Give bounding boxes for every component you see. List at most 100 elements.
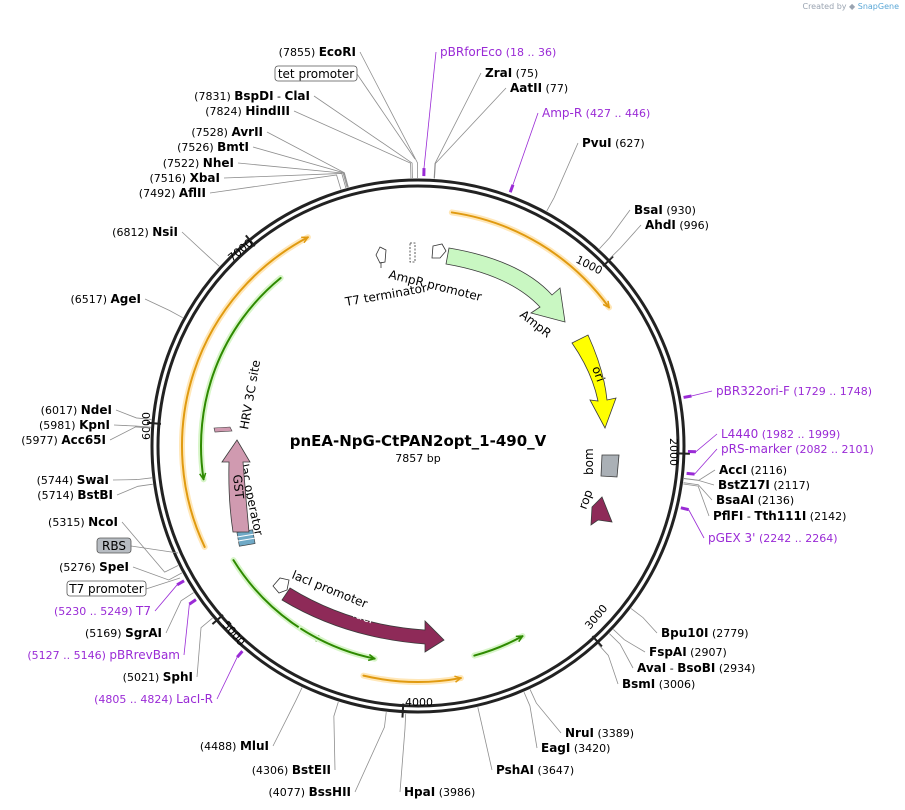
enzyme-site-pshai[interactable]: PshAI (3647) bbox=[477, 707, 574, 777]
enzyme-site-bpu10i[interactable]: Bpu10I (2779) bbox=[630, 608, 749, 640]
enzyme-site-hindiii[interactable]: (7824) HindIII bbox=[205, 104, 412, 179]
primer-mark bbox=[188, 598, 197, 606]
tick-label: 5000 bbox=[220, 619, 248, 649]
primer-label: L4440 (1982 .. 1999) bbox=[721, 427, 840, 441]
enzyme-label: (7522) NheI bbox=[163, 156, 234, 170]
enzyme-label: (5021) SphI bbox=[123, 670, 193, 684]
enzyme-site-bsshii[interactable]: (4077) BssHII bbox=[269, 712, 387, 799]
primer-site[interactable]: (5127 .. 5146) pBRrevBam bbox=[27, 598, 197, 662]
enzyme-label: BstZ17I (2117) bbox=[718, 478, 810, 492]
feature-box bbox=[274, 65, 358, 82]
feature-laci[interactable]: lacI bbox=[281, 587, 445, 653]
orf-arc bbox=[181, 236, 309, 548]
enzyme-label: (6812) NsiI bbox=[112, 225, 178, 239]
enzyme-site-pflfi[interactable]: PflFI - Tth111I (2142) bbox=[683, 483, 846, 523]
tick-label: 2000 bbox=[667, 438, 680, 466]
enzyme-site-zrai[interactable]: ZraI (75) bbox=[433, 66, 538, 179]
tick-mark bbox=[146, 421, 162, 425]
tick-mark bbox=[211, 614, 224, 625]
primer-site[interactable]: (4805 .. 4824) LacI-R bbox=[94, 650, 244, 706]
enzyme-site-ecori[interactable]: (7855) EcoRI bbox=[279, 45, 418, 179]
enzyme-label: (7516) XbaI bbox=[150, 171, 220, 185]
enzyme-site-acci[interactable]: AccI (2116) bbox=[683, 463, 787, 481]
enzyme-site-nsii[interactable]: (6812) NsiI bbox=[112, 225, 220, 267]
enzyme-site-fspai[interactable]: FspAI (2907) bbox=[613, 629, 727, 659]
primer-site[interactable]: Amp-R (427 .. 446) bbox=[508, 106, 650, 193]
enzyme-site-eagi[interactable]: EagI (3420) bbox=[523, 691, 610, 755]
enzyme-label: BsmI (3006) bbox=[622, 677, 695, 691]
enzyme-site-agei[interactable]: (6517) AgeI bbox=[70, 292, 183, 319]
feature-bom[interactable]: bom bbox=[582, 448, 620, 478]
enzyme-site-avrii[interactable]: (7528) AvrII bbox=[191, 125, 349, 188]
enzyme-site-bstbi[interactable]: (5714) BstBI bbox=[37, 483, 153, 502]
enzyme-label: (5981) KpnI bbox=[39, 418, 110, 432]
enzyme-site-nhei[interactable]: (7522) NheI bbox=[163, 156, 348, 188]
enzyme-site-hpai[interactable]: HpaI (3986) bbox=[399, 713, 475, 799]
enzyme-site-pvui[interactable]: PvuI (627) bbox=[546, 136, 645, 212]
boxed-feature-t7-promoter[interactable]: T7 promoter bbox=[66, 577, 181, 597]
enzyme-site-acc65i[interactable]: (5977) Acc65I bbox=[21, 426, 151, 447]
enzyme-site-spei[interactable]: (5276) SpeI bbox=[59, 560, 183, 581]
enzyme-label: (7831) BspDI - ClaI bbox=[194, 89, 310, 103]
enzyme-site-nrui[interactable]: NruI (3389) bbox=[529, 689, 634, 740]
primer-mark bbox=[686, 471, 695, 476]
enzyme-label: (7492) AflII bbox=[139, 186, 206, 200]
orf-arc bbox=[362, 674, 462, 683]
enzyme-site-sphi[interactable]: (5021) SphI bbox=[123, 617, 213, 684]
enzyme-label: HpaI (3986) bbox=[404, 785, 475, 799]
boxed-feature-tet-promoter[interactable]: tet promoter bbox=[274, 65, 416, 160]
enzyme-site-aflii[interactable]: (7492) AflII bbox=[139, 174, 342, 200]
enzyme-label: EagI (3420) bbox=[541, 741, 610, 755]
enzyme-label: BsaI (930) bbox=[634, 203, 696, 217]
primer-label: Amp-R (427 .. 446) bbox=[542, 106, 650, 120]
feature-hrv-3c-site[interactable]: HRV 3C site bbox=[213, 359, 263, 433]
boxed-feature-label: tet promoter bbox=[278, 67, 354, 81]
primer-site[interactable]: pGEX 3' (2242 .. 2264) bbox=[680, 506, 838, 545]
enzyme-site-ndei[interactable]: (6017) NdeI bbox=[41, 403, 152, 420]
tick-label: 4000 bbox=[405, 696, 433, 709]
tick-mark bbox=[245, 234, 256, 247]
primer-mark bbox=[236, 650, 244, 659]
feature-ori[interactable]: ori bbox=[571, 334, 617, 429]
primer-site[interactable]: pBR322ori-F (1729 .. 1748) bbox=[683, 384, 872, 399]
orf-arcs bbox=[179, 209, 613, 685]
enzyme-site-sgrai[interactable]: (5169) SgrAI bbox=[85, 592, 194, 640]
orf-arc bbox=[200, 276, 282, 481]
orf-arc bbox=[473, 635, 524, 657]
enzyme-label: NruI (3389) bbox=[565, 726, 634, 740]
enzyme-site-avai[interactable]: AvaI - BsoBI (2934) bbox=[609, 633, 755, 675]
primer-label: (4805 .. 4824) LacI-R bbox=[94, 692, 213, 706]
plasmid-size: 7857 bp bbox=[395, 452, 440, 465]
enzyme-site-bmti[interactable]: (7526) BmtI bbox=[177, 140, 349, 188]
tick-mark bbox=[401, 703, 405, 718]
enzyme-site-bspdi[interactable]: (7831) BspDI - ClaI bbox=[194, 89, 413, 179]
enzyme-site-bsaai[interactable]: BsaAI (2136) bbox=[683, 482, 794, 507]
feature-gst[interactable]: GST bbox=[221, 439, 251, 533]
enzyme-site-aatii[interactable]: AatII (77) bbox=[434, 81, 568, 179]
primer-site[interactable]: pRS-marker (2082 .. 2101) bbox=[686, 442, 874, 476]
hrv-3c-site-label: HRV 3C site bbox=[237, 359, 263, 431]
enzyme-site-swai[interactable]: (5744) SwaI bbox=[37, 473, 152, 487]
orf-arrowhead bbox=[515, 635, 524, 643]
enzyme-site-ahdi[interactable]: AhdI (996) bbox=[609, 218, 709, 259]
boxed-feature-rbs[interactable]: RBS bbox=[96, 537, 179, 554]
rop-label: rop bbox=[576, 488, 596, 511]
enzyme-site-bsmi[interactable]: BsmI (3006) bbox=[597, 644, 695, 691]
feature-rop[interactable]: rop bbox=[576, 488, 613, 526]
enzyme-site-bstz17i[interactable]: BstZ17I (2117) bbox=[683, 478, 810, 492]
primer-site[interactable]: L4440 (1982 .. 1999) bbox=[687, 427, 840, 454]
enzyme-label: (5315) NcoI bbox=[48, 515, 118, 529]
orf-arrowhead bbox=[454, 675, 462, 683]
primer-site[interactable]: (5230 .. 5249) T7 bbox=[54, 579, 185, 618]
enzyme-site-ncoi[interactable]: (5315) NcoI bbox=[48, 515, 179, 573]
primer-site[interactable]: pBRforEco (18 .. 36) bbox=[422, 45, 556, 177]
enzyme-label: (7855) EcoRI bbox=[279, 45, 356, 59]
enzyme-site-mlui[interactable]: (4488) MluI bbox=[200, 687, 303, 753]
enzyme-site-bsai[interactable]: BsaI (930) bbox=[599, 203, 696, 250]
enzyme-site-kpni[interactable]: (5981) KpnI bbox=[39, 418, 151, 432]
enzyme-site-xbai[interactable]: (7516) XbaI bbox=[150, 171, 347, 189]
enzyme-label: (7528) AvrII bbox=[191, 125, 263, 139]
enzyme-site-bsteii[interactable]: (4306) BstEII bbox=[252, 701, 339, 777]
enzyme-label: (5977) Acc65I bbox=[21, 433, 106, 447]
enzyme-label: (5714) BstBI bbox=[37, 488, 113, 502]
